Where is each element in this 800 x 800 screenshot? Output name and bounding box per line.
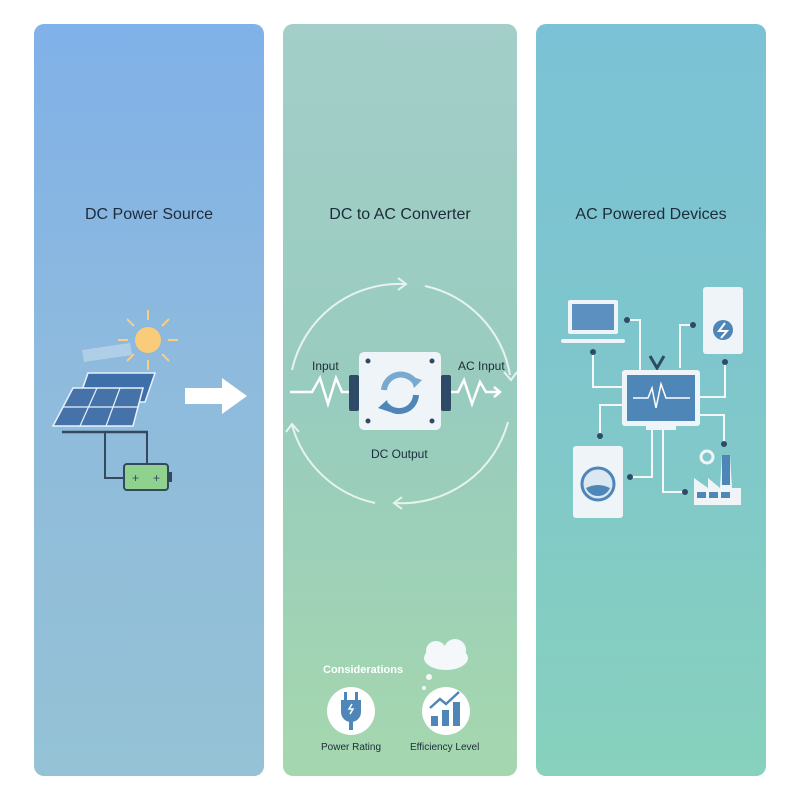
- svg-text:+: +: [132, 471, 139, 485]
- power-unit-icon: [703, 287, 743, 354]
- considerations-heading: Considerations: [323, 664, 404, 676]
- ac-input-label: AC Input: [458, 359, 505, 373]
- waveform-in: [290, 374, 352, 409]
- tv-monitor-icon: [622, 355, 700, 430]
- battery-icon: ++: [123, 463, 172, 491]
- input-label: Input: [312, 359, 339, 373]
- panel-title: DC Power Source: [84, 206, 214, 223]
- thought-cloud-icon: [422, 639, 468, 690]
- waveform-out: [450, 376, 502, 408]
- factory-icon: [694, 449, 741, 505]
- svg-text:+: +: [153, 471, 160, 485]
- chart-growth-icon: [422, 687, 470, 735]
- panel-title: DC to AC Converter: [329, 206, 471, 223]
- power-rating-label: Power Rating: [321, 742, 382, 753]
- arrow-right-icon: [185, 378, 247, 414]
- efficiency-level-label: Efficiency Level: [410, 742, 480, 753]
- plug-icon: [327, 687, 375, 735]
- solar-panel-icon: [51, 372, 157, 479]
- connection-lines: [592, 319, 726, 493]
- sun-icon: [82, 310, 178, 370]
- dc-output-label: DC Output: [371, 447, 428, 461]
- inverter-box-icon: [349, 352, 451, 430]
- panel-title: AC Powered Devices: [575, 206, 727, 223]
- washing-machine-icon: [573, 446, 623, 518]
- laptop-icon: [561, 300, 625, 343]
- cycle-arrows: [285, 277, 518, 510]
